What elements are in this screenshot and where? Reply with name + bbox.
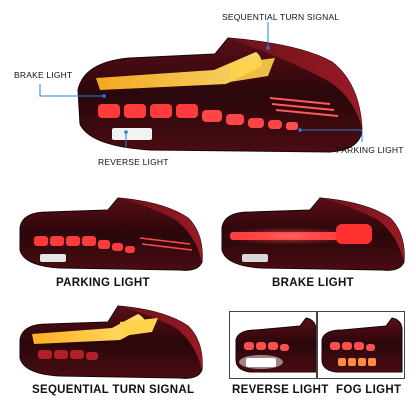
- parking-light-illustration: [19, 197, 203, 271]
- fog-light-illustration: [321, 317, 403, 373]
- turn-signal-band: [96, 52, 262, 90]
- brake-led-row: [98, 104, 298, 130]
- caption-parking-light: PARKING LIGHT: [56, 277, 150, 289]
- hero-tail-light: [77, 37, 363, 153]
- reverse-light-illustration: [235, 317, 317, 373]
- fog-light-frame: [317, 311, 405, 379]
- reverse-light-frame: [229, 311, 317, 379]
- callout-parking-light: PARKING LIGHT: [336, 145, 404, 155]
- callout-brake-light: BRAKE LIGHT: [14, 70, 73, 80]
- brake-light-illustration: [220, 197, 405, 271]
- caption-reverse-light: REVERSE LIGHT: [232, 384, 329, 396]
- caption-brake-light: BRAKE LIGHT: [272, 277, 354, 289]
- callout-reverse-light: REVERSE LIGHT: [98, 157, 169, 167]
- reverse-lamp: [112, 128, 152, 140]
- sequential-turn-illustration: [19, 305, 203, 379]
- callout-lines: [39, 22, 363, 148]
- callout-sequential-turn-signal: SEQUENTIAL TURN SIGNAL: [222, 12, 340, 22]
- caption-fog-light: FOG LIGHT: [336, 384, 402, 396]
- caption-sequential-turn-signal: SEQUENTIAL TURN SIGNAL: [32, 384, 195, 396]
